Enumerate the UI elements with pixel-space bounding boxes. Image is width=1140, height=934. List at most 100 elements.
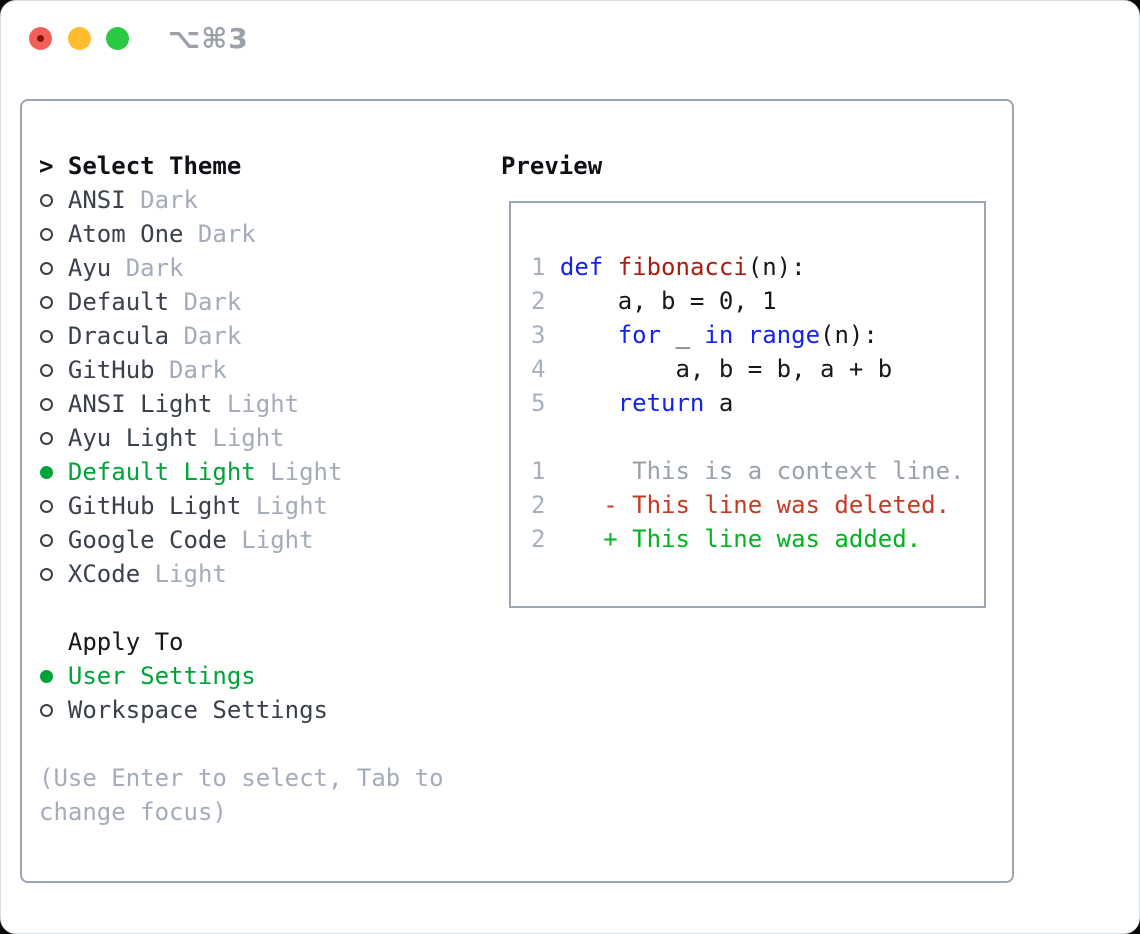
code-line: 1 This is a context line.	[531, 454, 964, 488]
option-variant: Light	[212, 390, 300, 418]
option-label: ANSI Light	[67, 390, 213, 418]
theme-option-default-light[interactable]: Default Light Light	[39, 455, 342, 489]
theme-option-dracula[interactable]: Dracula Dark	[39, 319, 342, 353]
code-line: 4 a, b = b, a + b	[531, 352, 964, 386]
option-label: Google Code	[67, 526, 227, 554]
theme-select-heading: >Select Theme	[39, 149, 342, 183]
option-label: Workspace Settings	[67, 696, 328, 724]
minimize-button[interactable]	[68, 27, 91, 50]
apply-option-user-settings[interactable]: User Settings	[39, 659, 328, 693]
radio-icon	[40, 363, 53, 377]
code-token-kw: return	[617, 389, 705, 417]
radio-icon	[40, 703, 53, 717]
line-number: 2	[531, 287, 546, 315]
radio-icon	[40, 533, 53, 547]
theme-option-ayu[interactable]: Ayu Dark	[39, 251, 342, 285]
radio-icon	[40, 397, 53, 411]
code-line: 2 - This line was deleted.	[531, 488, 964, 522]
radio-selected-icon	[40, 669, 53, 683]
option-variant: Dark	[125, 186, 198, 214]
code-token-pl: (n):	[747, 253, 806, 281]
option-label: XCode	[67, 560, 141, 588]
theme-option-github[interactable]: GitHub Dark	[39, 353, 342, 387]
radio-icon	[40, 499, 53, 513]
apply-to-heading-label: Apply To	[67, 628, 184, 656]
code-token-pl	[733, 321, 747, 349]
code-token-pl: a, b = b, a + b	[559, 355, 893, 383]
theme-option-github-light[interactable]: GitHub Light Light	[39, 489, 342, 523]
option-variant: Light	[241, 492, 328, 520]
code-token-ctx: This is a context line.	[559, 457, 965, 485]
theme-option-ansi-light[interactable]: ANSI Light Light	[39, 387, 342, 421]
hint-line-2: change focus)	[39, 798, 227, 826]
code-token-pl: a, b = 0, 1	[559, 287, 777, 315]
prompt-caret-icon: >	[39, 152, 54, 180]
theme-option-atom-one[interactable]: Atom One Dark	[39, 217, 342, 251]
theme-option-ansi[interactable]: ANSI Dark	[39, 183, 342, 217]
radio-icon	[40, 193, 53, 207]
radio-icon	[40, 431, 53, 445]
radio-icon	[40, 329, 53, 343]
code-token-kw: for	[617, 321, 662, 349]
close-button[interactable]	[29, 27, 52, 50]
line-number: 3	[531, 321, 546, 349]
radio-selected-icon	[40, 465, 53, 479]
option-label: Ayu Light	[67, 424, 198, 452]
option-label: User Settings	[67, 662, 256, 690]
code-token-pl: a	[704, 389, 734, 417]
theme-option-ayu-light[interactable]: Ayu Light Light	[39, 421, 342, 455]
unsaved-changes-dot	[37, 35, 44, 42]
option-label: Ayu	[67, 254, 112, 282]
option-label: GitHub	[67, 356, 155, 384]
code-token-del: - This line was deleted.	[559, 491, 951, 519]
option-variant: Dark	[169, 322, 242, 350]
code-token-fn: fibonacci	[617, 253, 748, 281]
window-title: ⌥⌘3	[168, 22, 249, 55]
line-number: 1	[531, 457, 546, 485]
code-token-kw: in	[704, 321, 734, 349]
code-token-pl	[560, 389, 618, 417]
theme-option-google-code[interactable]: Google Code Light	[39, 523, 342, 557]
option-variant: Light	[255, 458, 343, 486]
option-variant: Dark	[154, 356, 227, 384]
option-label: Dracula	[67, 322, 170, 350]
option-variant: Light	[140, 560, 227, 588]
hint-line-1: (Use Enter to select, Tab to	[39, 764, 444, 792]
code-line: 2 + This line was added.	[531, 522, 964, 556]
option-variant: Dark	[169, 288, 242, 316]
option-label: Default	[67, 288, 170, 316]
radio-icon	[40, 567, 53, 581]
apply-option-workspace-settings[interactable]: Workspace Settings	[39, 693, 328, 727]
line-number: 1	[531, 253, 546, 281]
preview-heading: Preview	[501, 152, 603, 180]
radio-icon	[40, 227, 53, 241]
theme-option-xcode[interactable]: XCode Light	[39, 557, 342, 591]
zoom-button[interactable]	[106, 27, 129, 50]
code-token-kw: range	[747, 321, 821, 349]
option-variant: Light	[226, 526, 314, 554]
option-variant: Dark	[183, 220, 256, 248]
window-titlebar: ⌥⌘3	[1, 1, 1139, 76]
code-line: 2 a, b = 0, 1	[531, 284, 964, 318]
option-label: Atom One	[67, 220, 184, 248]
code-token-pl	[603, 253, 617, 281]
code-token-pl: _	[661, 321, 705, 349]
radio-icon	[40, 295, 53, 309]
code-line: 5 return a	[531, 386, 964, 420]
option-variant: Light	[197, 424, 285, 452]
code-token-pl	[560, 321, 618, 349]
line-number: 2	[531, 525, 546, 553]
option-variant: Dark	[111, 254, 184, 282]
keyboard-hint: (Use Enter to select, Tab to change focu…	[39, 761, 444, 829]
theme-option-default[interactable]: Default Dark	[39, 285, 342, 319]
option-label: GitHub Light	[67, 492, 242, 520]
code-line	[531, 420, 964, 454]
apply-to-heading: Apply To	[39, 625, 328, 659]
